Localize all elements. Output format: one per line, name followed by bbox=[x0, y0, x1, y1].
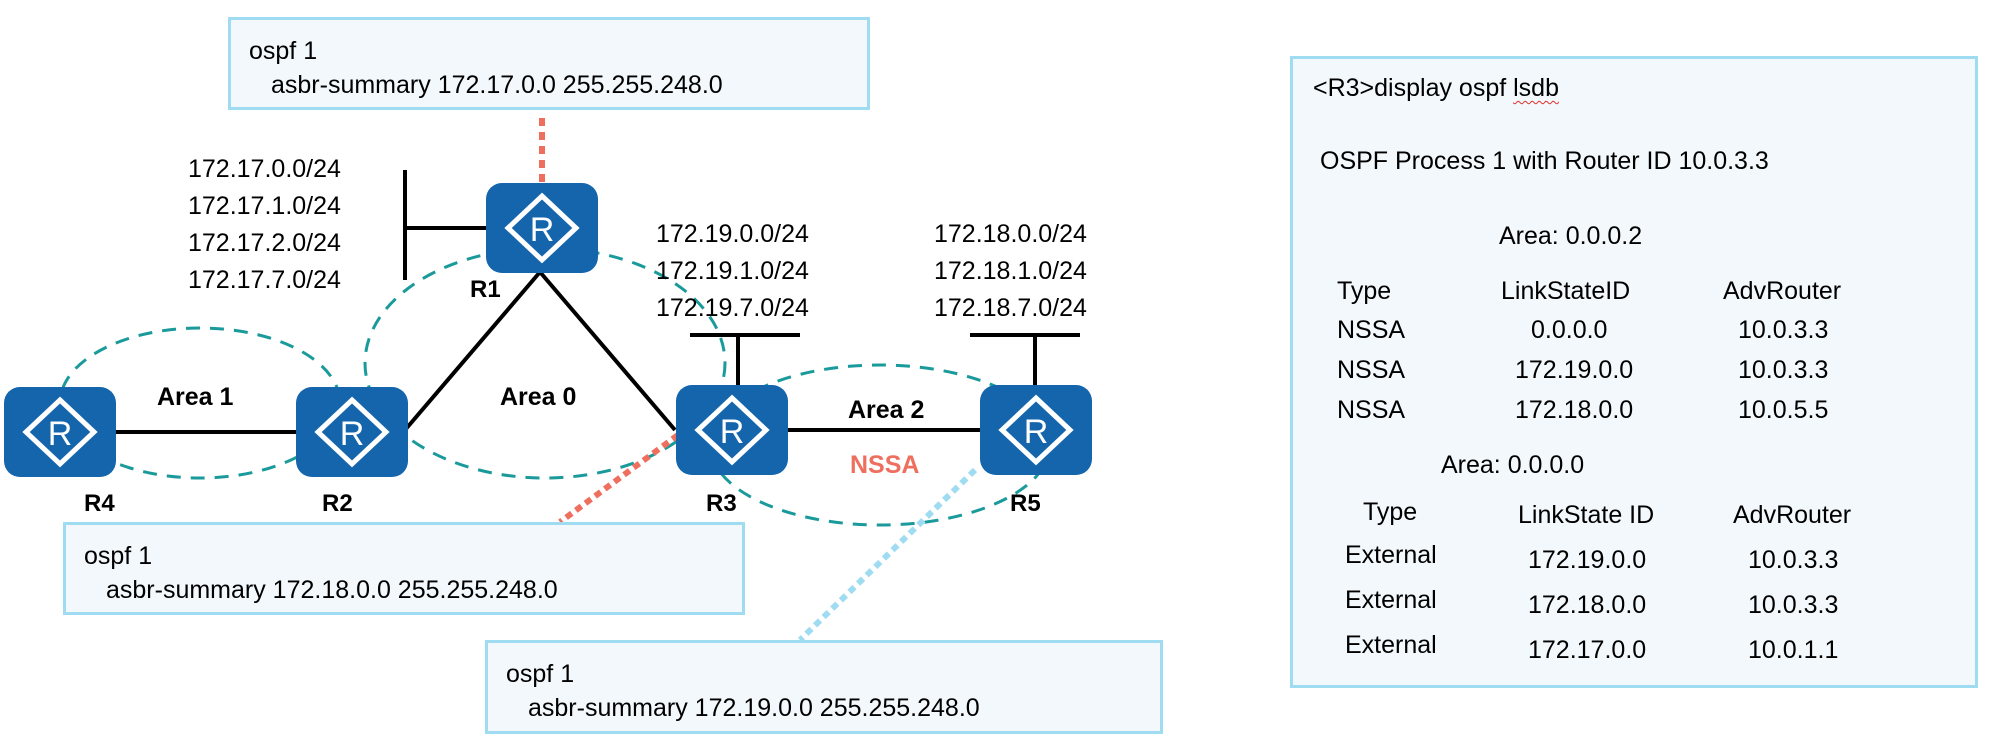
nssa-label: NSSA bbox=[850, 451, 920, 479]
area-0-title: Area: 0.0.0.0 bbox=[1441, 451, 1585, 479]
table-cell: 10.0.3.3 bbox=[1738, 316, 1829, 344]
table-cell: NSSA bbox=[1337, 396, 1406, 424]
table-cell: 10.0.3.3 bbox=[1738, 356, 1829, 384]
area-1-label: Area 1 bbox=[157, 383, 234, 411]
router-label-r1: R1 bbox=[470, 276, 501, 303]
column-header-type: Type bbox=[1363, 498, 1418, 526]
table-cell: NSSA bbox=[1337, 356, 1406, 384]
network-prefix: 172.19.1.0/24 bbox=[656, 257, 809, 285]
network-list-r1: 172.17.0.0/24 172.17.1.0/24 172.17.2.0/2… bbox=[188, 151, 341, 299]
network-prefix: 172.17.1.0/24 bbox=[188, 192, 341, 220]
command-prompt: <R3>display ospf lsdb bbox=[1313, 74, 1559, 102]
network-prefix: 172.17.7.0/24 bbox=[188, 266, 341, 294]
router-icon bbox=[296, 387, 408, 477]
network-list-r5: 172.18.0.0/24 172.18.1.0/24 172.18.7.0/2… bbox=[934, 216, 1087, 327]
config-line: asbr-summary 172.19.0.0 255.255.248.0 bbox=[528, 694, 980, 722]
link-r2-r1 bbox=[403, 270, 542, 432]
config-line: ospf 1 bbox=[506, 660, 575, 688]
area-0-label: Area 0 bbox=[500, 383, 577, 411]
area-2-label: Area 2 bbox=[848, 396, 925, 424]
table-cell: 172.18.0.0 bbox=[1515, 396, 1634, 424]
network-stub-r3 bbox=[690, 333, 800, 385]
network-prefix: 172.19.7.0/24 bbox=[656, 294, 809, 322]
table-cell: 172.18.0.0 bbox=[1528, 591, 1647, 619]
network-prefix: 172.18.0.0/24 bbox=[934, 220, 1087, 248]
link-r1-r3 bbox=[538, 270, 677, 432]
config-line: ospf 1 bbox=[84, 542, 153, 570]
config-line: asbr-summary 172.18.0.0 255.255.248.0 bbox=[106, 576, 558, 604]
network-list-r3: 172.19.0.0/24 172.19.1.0/24 172.19.7.0/2… bbox=[656, 216, 809, 327]
router-icon bbox=[676, 385, 788, 475]
router-label-r4: R4 bbox=[84, 490, 115, 517]
table-cell: External bbox=[1345, 541, 1437, 569]
network-prefix: 172.18.1.0/24 bbox=[934, 257, 1087, 285]
router-label-r2: R2 bbox=[322, 490, 353, 517]
network-prefix: 172.17.2.0/24 bbox=[188, 229, 341, 257]
column-header-advrouter: AdvRouter bbox=[1723, 277, 1842, 305]
callout-connector-r3 bbox=[558, 432, 680, 525]
table-cell: 0.0.0.0 bbox=[1531, 316, 1608, 344]
callout-connector-r5 bbox=[797, 467, 978, 643]
router-r4[interactable] bbox=[4, 387, 116, 477]
area-2-title: Area: 0.0.0.2 bbox=[1499, 222, 1643, 250]
network-prefix: 172.19.0.0/24 bbox=[656, 220, 809, 248]
router-r1[interactable] bbox=[486, 183, 598, 273]
config-line: asbr-summary 172.17.0.0 255.255.248.0 bbox=[271, 71, 723, 99]
process-line: OSPF Process 1 with Router ID 10.0.3.3 bbox=[1320, 147, 1769, 175]
router-label-r5: R5 bbox=[1010, 490, 1041, 517]
table-cell: 172.19.0.0 bbox=[1515, 356, 1634, 384]
router-r3[interactable] bbox=[676, 385, 788, 475]
column-header-linkstateid: LinkStateID bbox=[1501, 277, 1631, 305]
table-cell: External bbox=[1345, 631, 1437, 659]
router-r2[interactable] bbox=[296, 387, 408, 477]
network-stub-r5 bbox=[970, 333, 1080, 385]
router-icon bbox=[486, 183, 598, 273]
network-stub-r1 bbox=[403, 170, 486, 280]
column-header-type: Type bbox=[1337, 277, 1392, 305]
router-r5[interactable] bbox=[980, 385, 1092, 475]
table-cell: 10.0.3.3 bbox=[1748, 591, 1839, 619]
router-icon bbox=[980, 385, 1092, 475]
network-prefix: 172.17.0.0/24 bbox=[188, 155, 341, 183]
lsdb-output-panel: <R3>display ospf lsdb OSPF Process 1 wit… bbox=[1290, 56, 1978, 688]
table-cell: NSSA bbox=[1337, 316, 1406, 344]
table-cell: 10.0.5.5 bbox=[1738, 396, 1829, 424]
table-cell: External bbox=[1345, 586, 1437, 614]
router-icon bbox=[4, 387, 116, 477]
table-cell: 10.0.1.1 bbox=[1748, 636, 1839, 664]
column-header-linkstateid: LinkState ID bbox=[1518, 501, 1655, 529]
config-box-r3: ospf 1 asbr-summary 172.18.0.0 255.255.2… bbox=[63, 522, 745, 615]
config-box-r1: ospf 1 asbr-summary 172.17.0.0 255.255.2… bbox=[228, 17, 870, 110]
network-prefix: 172.18.7.0/24 bbox=[934, 294, 1087, 322]
table-cell: 172.19.0.0 bbox=[1528, 546, 1647, 574]
table-cell: 10.0.3.3 bbox=[1748, 546, 1839, 574]
config-box-r5: ospf 1 asbr-summary 172.19.0.0 255.255.2… bbox=[485, 640, 1163, 734]
column-header-advrouter: AdvRouter bbox=[1733, 501, 1852, 529]
spellcheck-word: lsdb bbox=[1513, 74, 1559, 102]
router-label-r3: R3 bbox=[706, 490, 737, 517]
config-line: ospf 1 bbox=[249, 37, 318, 65]
table-cell: 172.17.0.0 bbox=[1528, 636, 1647, 664]
